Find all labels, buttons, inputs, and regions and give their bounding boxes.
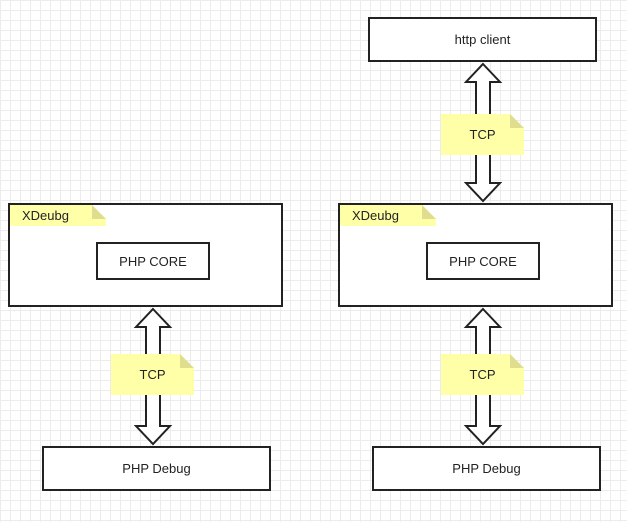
left-xdebug-tag: XDeubg <box>10 205 106 226</box>
right-top-tcp-label: TCP <box>469 127 496 142</box>
right-http-client-box: http client <box>368 17 597 62</box>
left-php-debug-box: PHP Debug <box>42 446 271 491</box>
note-shape-icon <box>441 114 524 155</box>
right-php-debug-label: PHP Debug <box>452 461 521 476</box>
right-php-debug-box: PHP Debug <box>372 446 601 491</box>
right-php-core-label: PHP CORE <box>449 253 517 269</box>
right-bottom-tcp-note: TCP <box>441 354 524 395</box>
note-shape-icon <box>441 354 524 395</box>
left-php-core-label: PHP CORE <box>119 253 187 269</box>
left-tcp-note: TCP <box>111 354 194 395</box>
note-shape-icon <box>111 354 194 395</box>
right-xdebug-tag: XDeubg <box>340 205 436 226</box>
right-xdebug-tag-label: XDeubg <box>352 208 399 223</box>
left-xdebug-tag-label: XDeubg <box>22 208 69 223</box>
right-http-client-label: http client <box>454 32 511 47</box>
right-bottom-tcp-label: TCP <box>469 367 496 382</box>
left-tcp-label: TCP <box>139 367 166 382</box>
note-shape-icon <box>10 205 106 226</box>
left-php-core-box: PHP CORE <box>96 242 210 280</box>
note-shape-icon <box>340 205 436 226</box>
left-php-debug-label: PHP Debug <box>122 461 191 476</box>
right-php-core-box: PHP CORE <box>426 242 540 280</box>
right-top-tcp-note: TCP <box>441 114 524 155</box>
